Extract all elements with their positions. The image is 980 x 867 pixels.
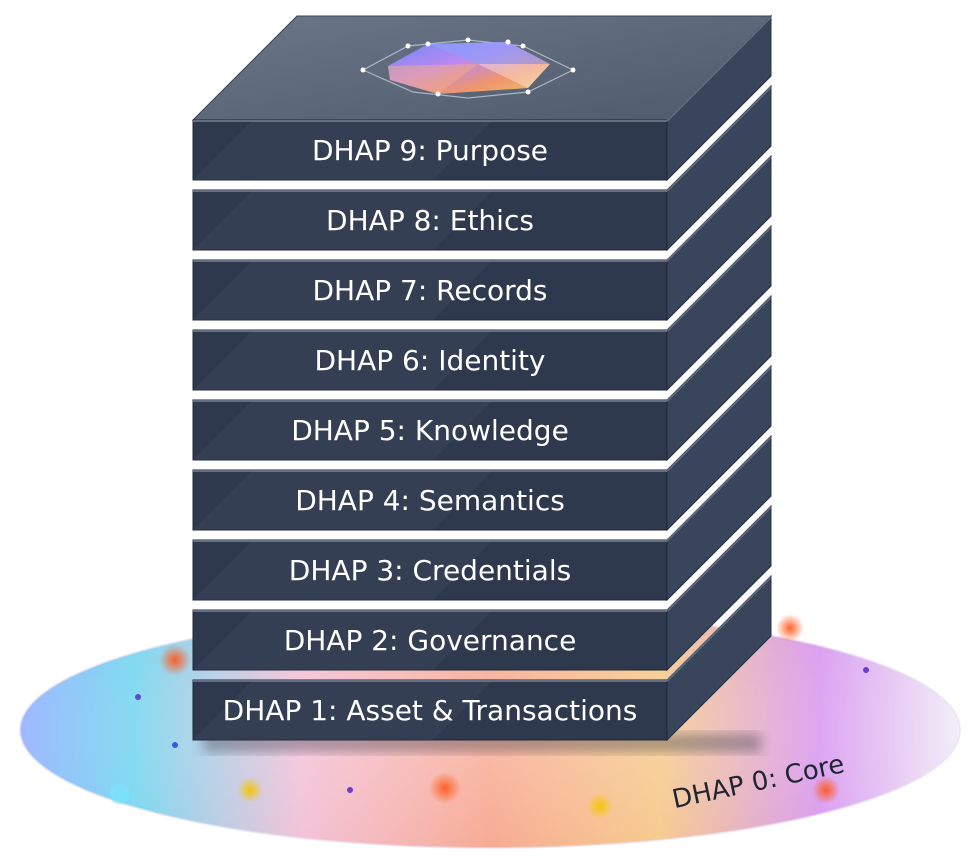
- layer-1: DHAP 1: Asset & Transactions: [192, 574, 772, 742]
- layer-front-face: [192, 119, 668, 181]
- layer-label: DHAP 7: Records: [312, 274, 547, 307]
- layer-label: DHAP 1: Asset & Transactions: [223, 694, 638, 727]
- gem-icon: [360, 37, 576, 99]
- core-disc-nodes: [110, 614, 869, 819]
- layer-8: DHAP 8: Ethics: [192, 84, 772, 252]
- layer-label: DHAP 4: Semantics: [295, 484, 565, 517]
- layer-2: DHAP 2: Governance: [192, 504, 772, 672]
- layer-4: DHAP 4: Semantics: [192, 364, 772, 532]
- layer-9: DHAP 9: Purpose: [191, 14, 773, 182]
- layer-label: DHAP 6: Identity: [314, 344, 545, 377]
- layer-front-face: [192, 609, 668, 671]
- layer-5: DHAP 5: Knowledge: [192, 294, 772, 462]
- layer-front-face: [192, 469, 668, 531]
- layer-label: DHAP 2: Governance: [284, 624, 577, 657]
- layer-front-face: [192, 329, 668, 391]
- layer-label: DHAP 9: Purpose: [312, 134, 548, 167]
- layer-label: DHAP 3: Credentials: [289, 554, 571, 587]
- layer-stack: DHAP 1: Asset & Transactions DHAP 2: Gove…: [191, 14, 773, 752]
- layer-label: DHAP 5: Knowledge: [291, 414, 569, 447]
- layer-front-face: [192, 259, 668, 321]
- layer-front-face: [192, 539, 668, 601]
- layer-7: DHAP 7: Records: [192, 154, 772, 322]
- layer-6: DHAP 6: Identity: [192, 224, 772, 392]
- layer-label: DHAP 8: Ethics: [326, 204, 534, 237]
- layer-3: DHAP 3: Credentials: [192, 434, 772, 602]
- layer-front-face: [192, 399, 668, 461]
- layer-front-face: [192, 189, 668, 251]
